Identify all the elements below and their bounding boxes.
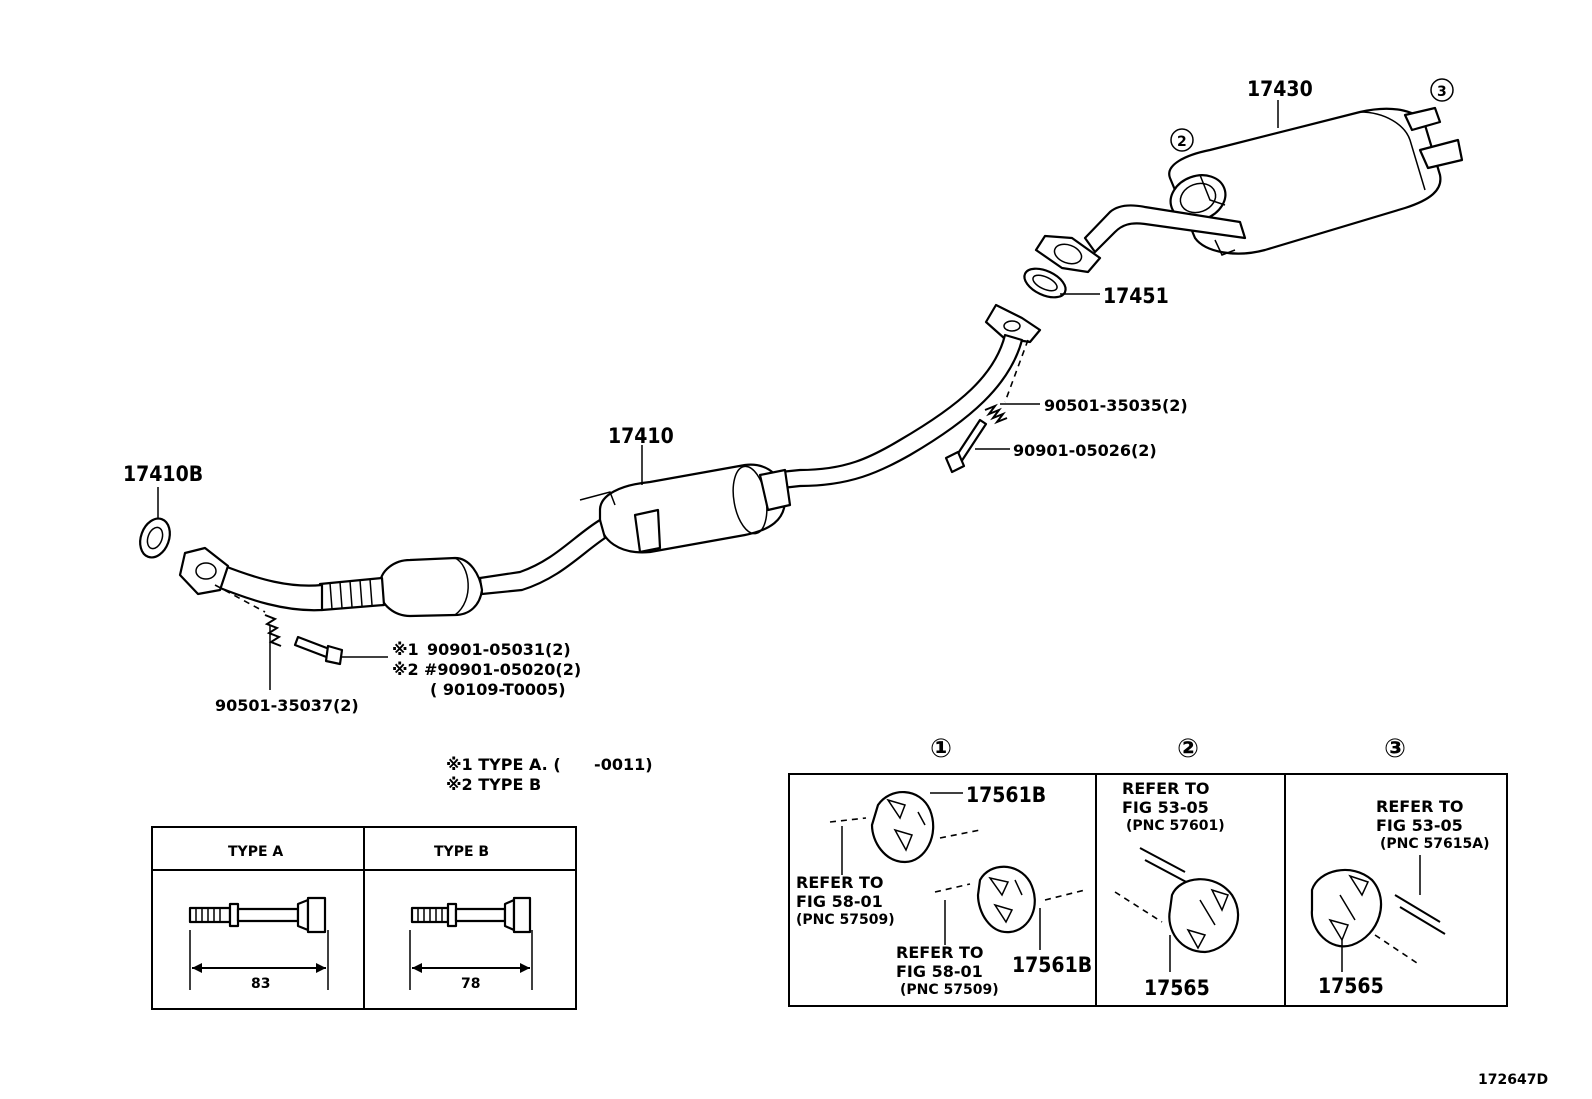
panel3-ref-line2: FIG 53-05 (1376, 816, 1463, 835)
type-b-header: TYPE B (434, 844, 489, 860)
bolt-type-table: TYPE A TYPE B 83 78 (151, 826, 577, 1010)
panel1-part-top: 17561B (966, 783, 1046, 807)
panel1-hanger-bottom[interactable] (976, 865, 1036, 934)
label-bolt-front-1: 90901-05031(2) (427, 640, 571, 659)
bolt-rear[interactable] (944, 418, 988, 474)
panel2-ref-line1: REFER TO (1122, 779, 1210, 798)
panel3-part: 17565 (1318, 974, 1384, 998)
panel3-hanger[interactable] (1310, 868, 1383, 948)
panel2-rod-upper-b (1144, 859, 1191, 885)
panel1-hanger-top[interactable] (870, 791, 935, 864)
label-bolt-front-2-mark: ※2 (392, 660, 419, 679)
type-b-length: 78 (461, 976, 480, 992)
panel2-part: 17565 (1144, 976, 1210, 1000)
panel3-ref-line1: REFER TO (1376, 797, 1464, 816)
label-muffler: 17430 (1247, 77, 1313, 101)
panel2-hanger[interactable] (1168, 878, 1240, 954)
panel3-rod-lower (1374, 934, 1421, 966)
panel1-ref2-line1: REFER TO (896, 943, 984, 962)
note-type-b: ※2 TYPE B (446, 775, 541, 794)
panel1-rod-left-2 (934, 883, 971, 893)
leader-lines (157, 100, 1279, 690)
panel1-rod-right-2 (1044, 889, 1086, 901)
svg-text:3: 3 (1437, 84, 1447, 100)
panel2-ref-line3: (PNC 57601) (1126, 818, 1225, 834)
label-spring-rear: 90501-35035(2) (1044, 396, 1188, 415)
gasket-17451[interactable] (1020, 263, 1070, 303)
label-bolt-rear: 90901-05026(2) (1013, 441, 1157, 460)
panel1-ref2-line2: FIG 58-01 (896, 962, 983, 981)
panel2-ref-line2: FIG 53-05 (1122, 798, 1209, 817)
panel3-ref-line3: (PNC 57615A) (1380, 836, 1489, 852)
type-a-header: TYPE A (228, 844, 283, 860)
label-bolt-front-1-mark: ※1 (392, 640, 419, 659)
panel1-ref2-line3: (PNC 57509) (900, 982, 999, 998)
panel2-rod-upper (1139, 847, 1186, 873)
panel1-ref1-line3: (PNC 57509) (796, 912, 895, 928)
panel1-rod-left (829, 817, 867, 823)
rear-bolt-axis (1004, 339, 1029, 403)
type-a-bolt (188, 896, 327, 934)
bolt-front[interactable] (293, 635, 344, 666)
panel2-rod-lower (1114, 891, 1163, 923)
panel1-rod-right (939, 829, 981, 839)
panel1-callout: ① (930, 734, 952, 764)
center-exhaust-pipe[interactable] (178, 303, 1042, 618)
hanger-panels (788, 773, 1508, 1007)
type-a-length: 83 (251, 976, 270, 992)
spring-rear[interactable] (984, 403, 1008, 425)
diagram-id: 172647D (1478, 1072, 1548, 1088)
callout-3-main: 3 (1430, 78, 1454, 102)
panel3-callout: ③ (1384, 734, 1406, 764)
front-bolt-axis (214, 584, 266, 613)
label-bolt-front-alt: ( 90109-T0005) (430, 680, 566, 699)
label-center-pipe: 17410 (608, 424, 674, 448)
label-gasket-rear: 17451 (1103, 284, 1169, 308)
panel1-ref1-line2: FIG 58-01 (796, 892, 883, 911)
label-bolt-front-2: #90901-05020(2) (424, 660, 581, 679)
callout-2-main: 2 (1170, 128, 1194, 152)
panel3-rod-upper-b (1399, 906, 1446, 935)
svg-text:2: 2 (1177, 134, 1187, 150)
panel1-ref1-line1: REFER TO (796, 873, 884, 892)
label-spring-front: 90501-35037(2) (215, 696, 359, 715)
panel1-part-bottom: 17561B (1012, 953, 1092, 977)
panel2-callout: ② (1177, 734, 1199, 764)
note-type-a: ※1 TYPE A. ( -0011) (446, 755, 653, 774)
gasket-17410B[interactable] (135, 514, 175, 561)
panel3-rod-upper (1394, 894, 1441, 923)
muffler-assembly[interactable] (1034, 106, 1464, 274)
spring-front[interactable] (264, 614, 282, 647)
label-gasket-front: 17410B (123, 462, 203, 486)
type-b-bolt (410, 896, 532, 934)
